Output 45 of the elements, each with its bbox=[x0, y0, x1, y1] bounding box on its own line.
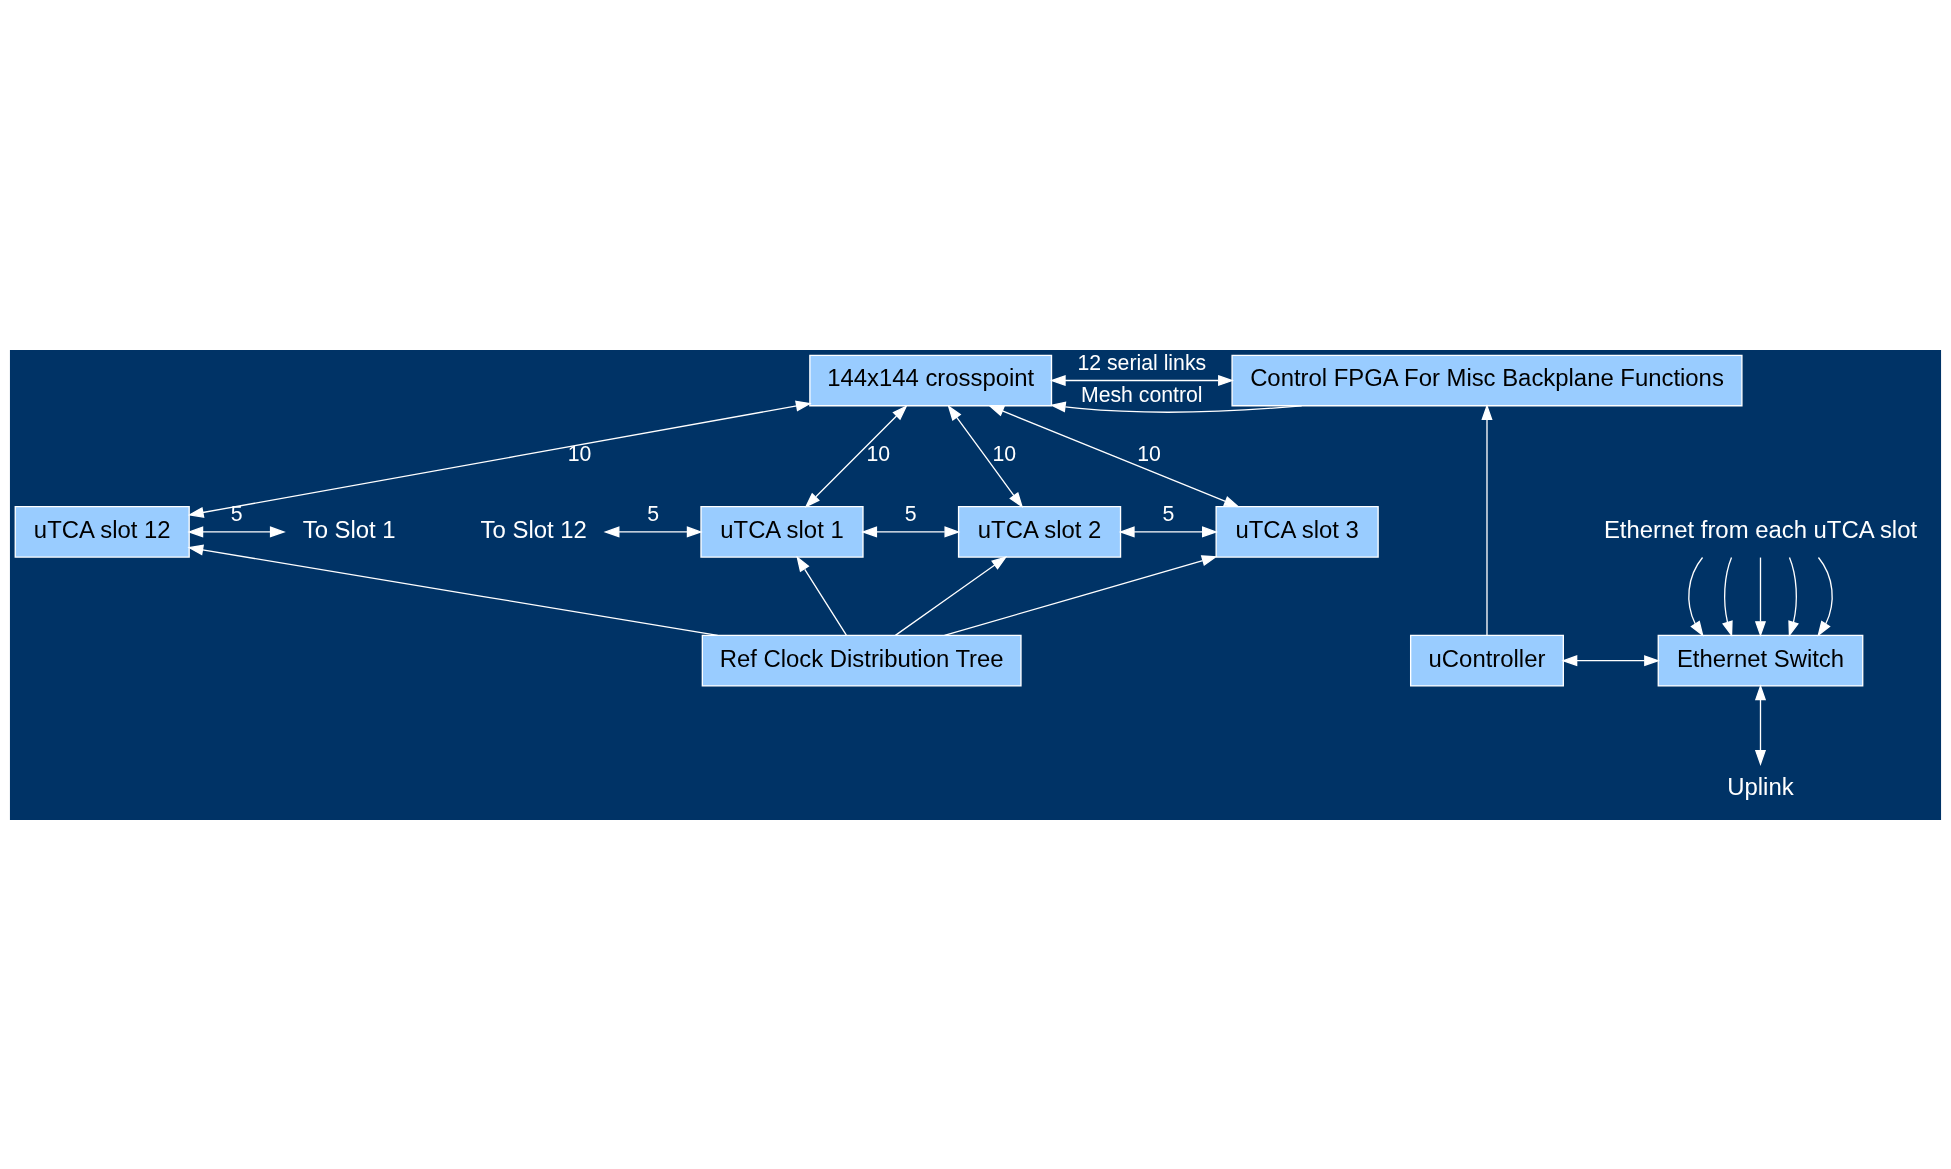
edge-label: 10 bbox=[567, 441, 592, 466]
arrow bbox=[603, 525, 703, 537]
arrow bbox=[894, 555, 1008, 636]
arrow bbox=[804, 404, 908, 508]
arrow bbox=[988, 404, 1240, 507]
node-box: uController bbox=[1410, 634, 1564, 687]
node-text: Uplink bbox=[1727, 772, 1794, 800]
edge-label: Mesh control bbox=[1081, 382, 1203, 407]
edge-label: 5 bbox=[904, 501, 917, 526]
arrow bbox=[1561, 654, 1661, 666]
node-text: To Slot 12 bbox=[480, 515, 587, 543]
arrow bbox=[1481, 403, 1493, 636]
edge-label: 10 bbox=[992, 441, 1017, 466]
edge-label: 5 bbox=[647, 501, 660, 526]
arrow bbox=[1817, 556, 1833, 637]
node-box: uTCA slot 1 bbox=[700, 505, 864, 558]
node-text: Ethernet from each uTCA slot bbox=[1603, 515, 1918, 543]
edge-label: 5 bbox=[1162, 501, 1175, 526]
arrow bbox=[861, 525, 961, 537]
arrow bbox=[187, 525, 286, 537]
node-text: To Slot 1 bbox=[302, 515, 396, 543]
arrow bbox=[1049, 374, 1235, 386]
node-box: uTCA slot 2 bbox=[957, 505, 1122, 558]
edge-label: 5 bbox=[230, 501, 243, 526]
arrow bbox=[947, 404, 1024, 508]
edge-label: 12 serial links bbox=[1077, 350, 1207, 375]
arrow bbox=[187, 543, 719, 636]
arrow bbox=[187, 400, 812, 518]
arrow bbox=[1118, 525, 1218, 537]
node-box: uTCA slot 3 bbox=[1215, 505, 1379, 558]
node-box: Ref Clock Distribution Tree bbox=[701, 634, 1022, 687]
node-box: uTCA slot 12 bbox=[14, 505, 190, 558]
arrow bbox=[796, 555, 847, 636]
node-box: 144x144 crosspoint bbox=[809, 354, 1053, 406]
node-box: Ethernet Switch bbox=[1657, 634, 1864, 687]
edge-label: 10 bbox=[866, 441, 891, 466]
node-box: Control FPGA For Misc Backplane Functions bbox=[1231, 354, 1743, 406]
arrow bbox=[943, 554, 1218, 636]
arrow bbox=[1688, 556, 1704, 637]
arrow bbox=[1754, 556, 1767, 637]
arrow bbox=[1788, 556, 1799, 637]
arrow bbox=[1049, 400, 1303, 413]
arrow bbox=[1754, 683, 1767, 766]
arrow bbox=[1722, 556, 1733, 637]
edge-label: 10 bbox=[1137, 441, 1161, 466]
